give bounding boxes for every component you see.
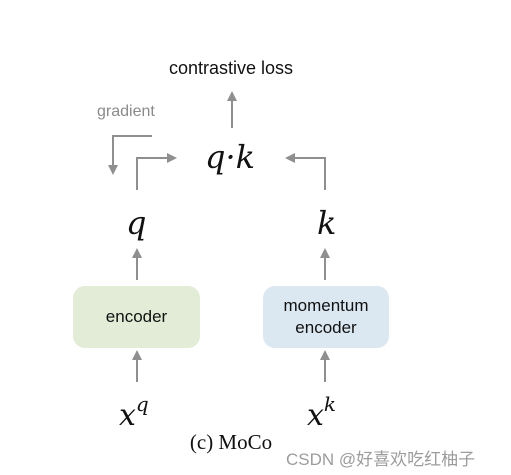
momentum-encoder-label: momentum encoder: [283, 296, 369, 337]
arrow-k-to-similarity: [285, 153, 326, 190]
key-input-node: xk: [307, 392, 336, 433]
watermark: CSDN @好喜欢吃红柚子: [286, 450, 476, 469]
gradient-arrow: [108, 135, 152, 175]
query-input-base: x: [119, 398, 136, 433]
similarity-node: q·k: [205, 138, 256, 176]
figure-caption: (c) MoCo: [189, 430, 273, 454]
query-input-sup: q: [135, 392, 149, 416]
momentum-encoder-box: momentum encoder: [263, 286, 389, 348]
key-input-sup: k: [323, 392, 337, 416]
contrastive-loss-title: contrastive loss: [168, 58, 294, 78]
encoder-label: encoder: [105, 307, 168, 326]
query-input-node: xq: [119, 392, 149, 433]
gradient-label: gradient: [97, 103, 155, 120]
key-input-base: x: [307, 398, 324, 433]
arrow-q-to-similarity: [136, 153, 177, 190]
key-node: k: [317, 204, 337, 242]
query-node: q: [126, 204, 147, 242]
encoder-box: encoder: [73, 286, 200, 348]
